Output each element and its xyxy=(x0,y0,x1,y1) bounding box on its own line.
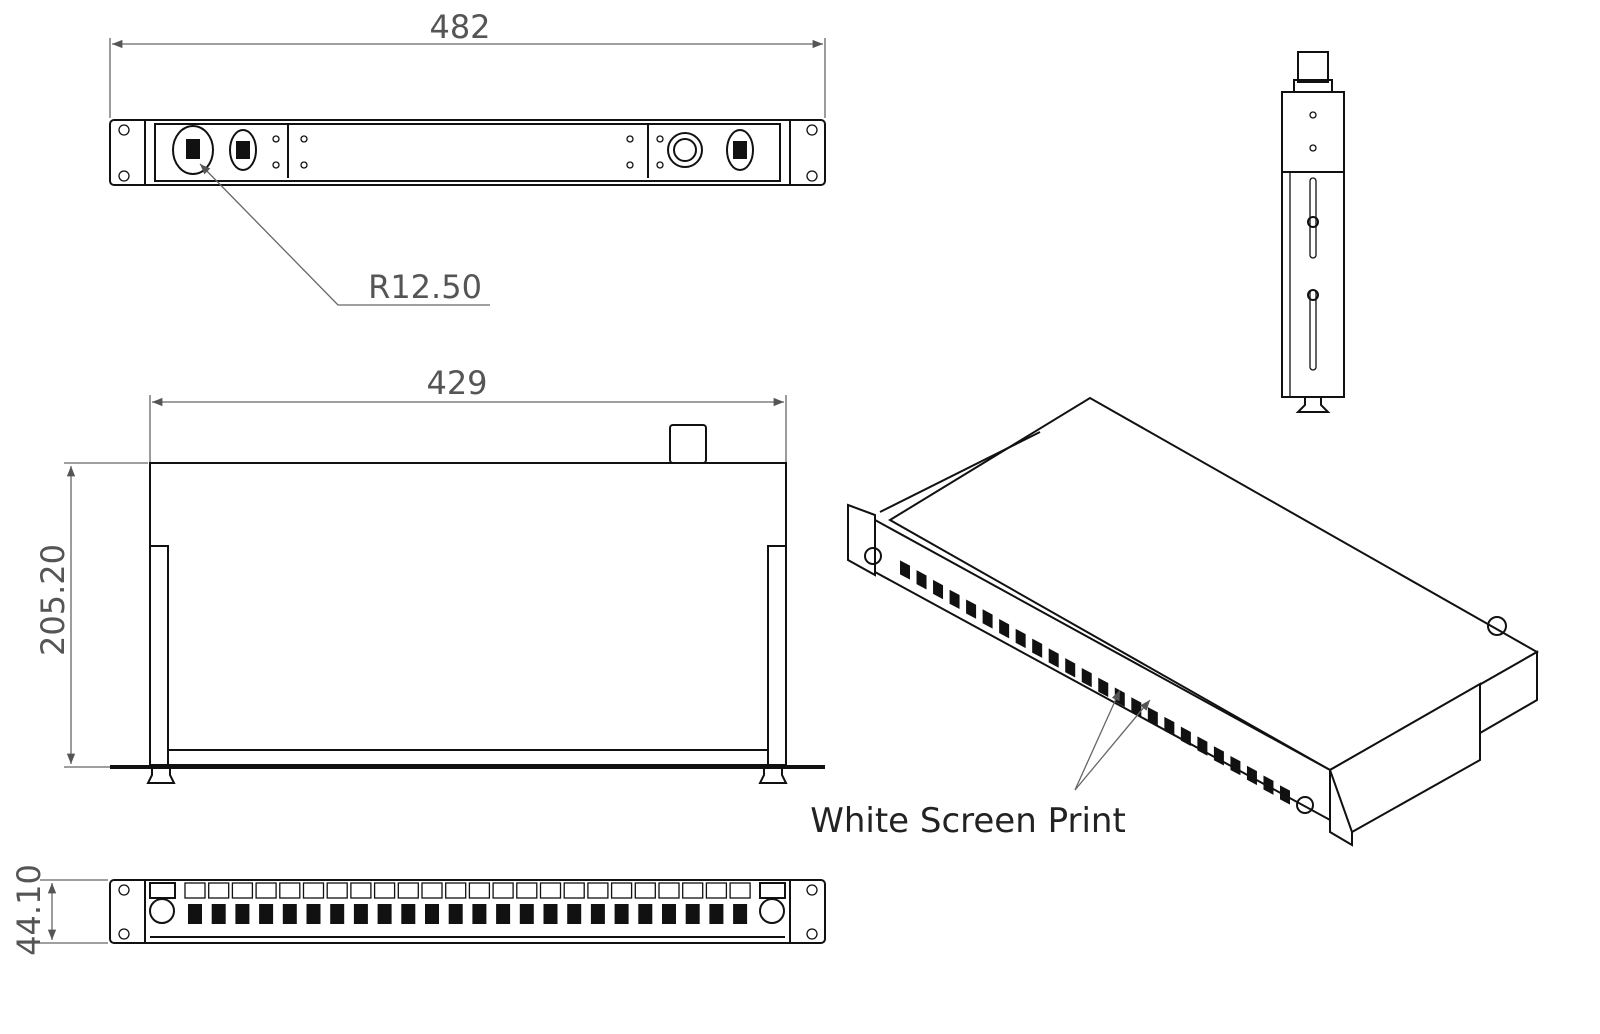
callout-arrow xyxy=(1074,699,1151,791)
port-label-field xyxy=(255,882,277,899)
keystone-port[interactable] xyxy=(282,904,297,924)
iso-port xyxy=(1246,765,1257,786)
iso-port xyxy=(1230,755,1241,776)
iso-port xyxy=(1131,697,1142,717)
front-view: 44.10 xyxy=(10,864,826,956)
dimension-205: 205.20 xyxy=(34,544,72,656)
keystone-port[interactable] xyxy=(330,904,345,924)
port-label-field xyxy=(634,882,656,899)
keystone-port[interactable] xyxy=(211,904,226,924)
iso-port xyxy=(1280,785,1290,805)
iso-port xyxy=(982,609,993,629)
port-label-field xyxy=(397,882,419,899)
keystone-port[interactable] xyxy=(306,904,321,924)
iso-port xyxy=(1098,677,1109,698)
keystone-port[interactable] xyxy=(401,904,416,924)
iso-port xyxy=(1147,707,1158,727)
dimension-radius: R12.50 xyxy=(368,268,482,306)
keystone-port[interactable] xyxy=(614,904,629,924)
iso-port xyxy=(1213,746,1224,766)
keystone-port[interactable] xyxy=(235,904,250,924)
port-label-field xyxy=(445,882,467,899)
keystone-port[interactable] xyxy=(567,904,582,924)
keystone-port[interactable] xyxy=(188,904,202,924)
rear-connector xyxy=(172,125,754,175)
keystone-port[interactable] xyxy=(259,904,274,924)
keystone-port[interactable] xyxy=(496,904,511,924)
keystone-port[interactable] xyxy=(709,904,724,924)
keystone-port[interactable] xyxy=(377,904,392,924)
iso-port xyxy=(999,619,1010,639)
port-label-field xyxy=(516,882,538,899)
dimension-44: 44.10 xyxy=(10,864,48,956)
port-label-field xyxy=(184,882,206,899)
iso-port xyxy=(1015,628,1026,649)
iso-port xyxy=(1180,726,1191,746)
iso-port xyxy=(1032,638,1043,658)
port-label-field xyxy=(231,882,254,899)
keystone-port[interactable] xyxy=(519,904,534,924)
side-view xyxy=(1281,51,1345,413)
port-label-field xyxy=(587,882,609,899)
iso-port xyxy=(1263,775,1274,795)
dimension-429: 429 xyxy=(426,364,487,402)
port-label-field xyxy=(729,882,751,899)
keystone-port[interactable] xyxy=(590,904,605,924)
iso-port xyxy=(966,599,977,619)
port-label-field xyxy=(302,882,325,899)
rear-view: 482 R12.50 xyxy=(109,8,826,306)
port-label-field xyxy=(563,882,585,899)
port-label-field xyxy=(350,882,372,899)
port-label-field xyxy=(421,882,443,899)
iso-port xyxy=(900,560,910,580)
iso-port xyxy=(1081,667,1092,688)
iso-port xyxy=(1065,658,1076,678)
port-label-field xyxy=(468,882,491,899)
iso-port xyxy=(949,589,960,610)
keystone-port[interactable] xyxy=(638,904,653,924)
port-label-field xyxy=(658,882,680,899)
iso-port xyxy=(916,570,927,590)
keystone-port[interactable] xyxy=(448,904,463,924)
port-label-field xyxy=(682,882,704,899)
white-screen-print-label: White Screen Print xyxy=(810,801,1126,841)
port-label-field xyxy=(326,882,348,899)
port-label-field xyxy=(610,882,633,899)
port-label-field xyxy=(705,882,728,899)
keystone-port[interactable] xyxy=(425,904,439,924)
top-view: 429 205.20 xyxy=(34,364,825,784)
port-label-field xyxy=(208,882,230,899)
isometric-view: White Screen Print xyxy=(810,396,1540,847)
keystone-port[interactable] xyxy=(543,904,558,924)
iso-port xyxy=(1164,716,1175,737)
iso-port xyxy=(1048,648,1059,668)
port-label-field xyxy=(373,882,396,899)
iso-port xyxy=(933,579,944,600)
callout-arrow xyxy=(1074,689,1121,791)
port-label-field xyxy=(279,882,301,899)
keystone-port[interactable] xyxy=(662,904,676,924)
port-label-field xyxy=(539,882,562,899)
keystone-port[interactable] xyxy=(685,904,700,924)
radius-leader xyxy=(199,163,490,306)
keystone-port[interactable] xyxy=(472,904,487,924)
port-label-field xyxy=(492,882,514,899)
keystone-port[interactable] xyxy=(353,904,368,924)
keystone-port[interactable] xyxy=(733,904,748,924)
iso-port xyxy=(1197,736,1208,756)
dimension-482: 482 xyxy=(429,8,490,46)
